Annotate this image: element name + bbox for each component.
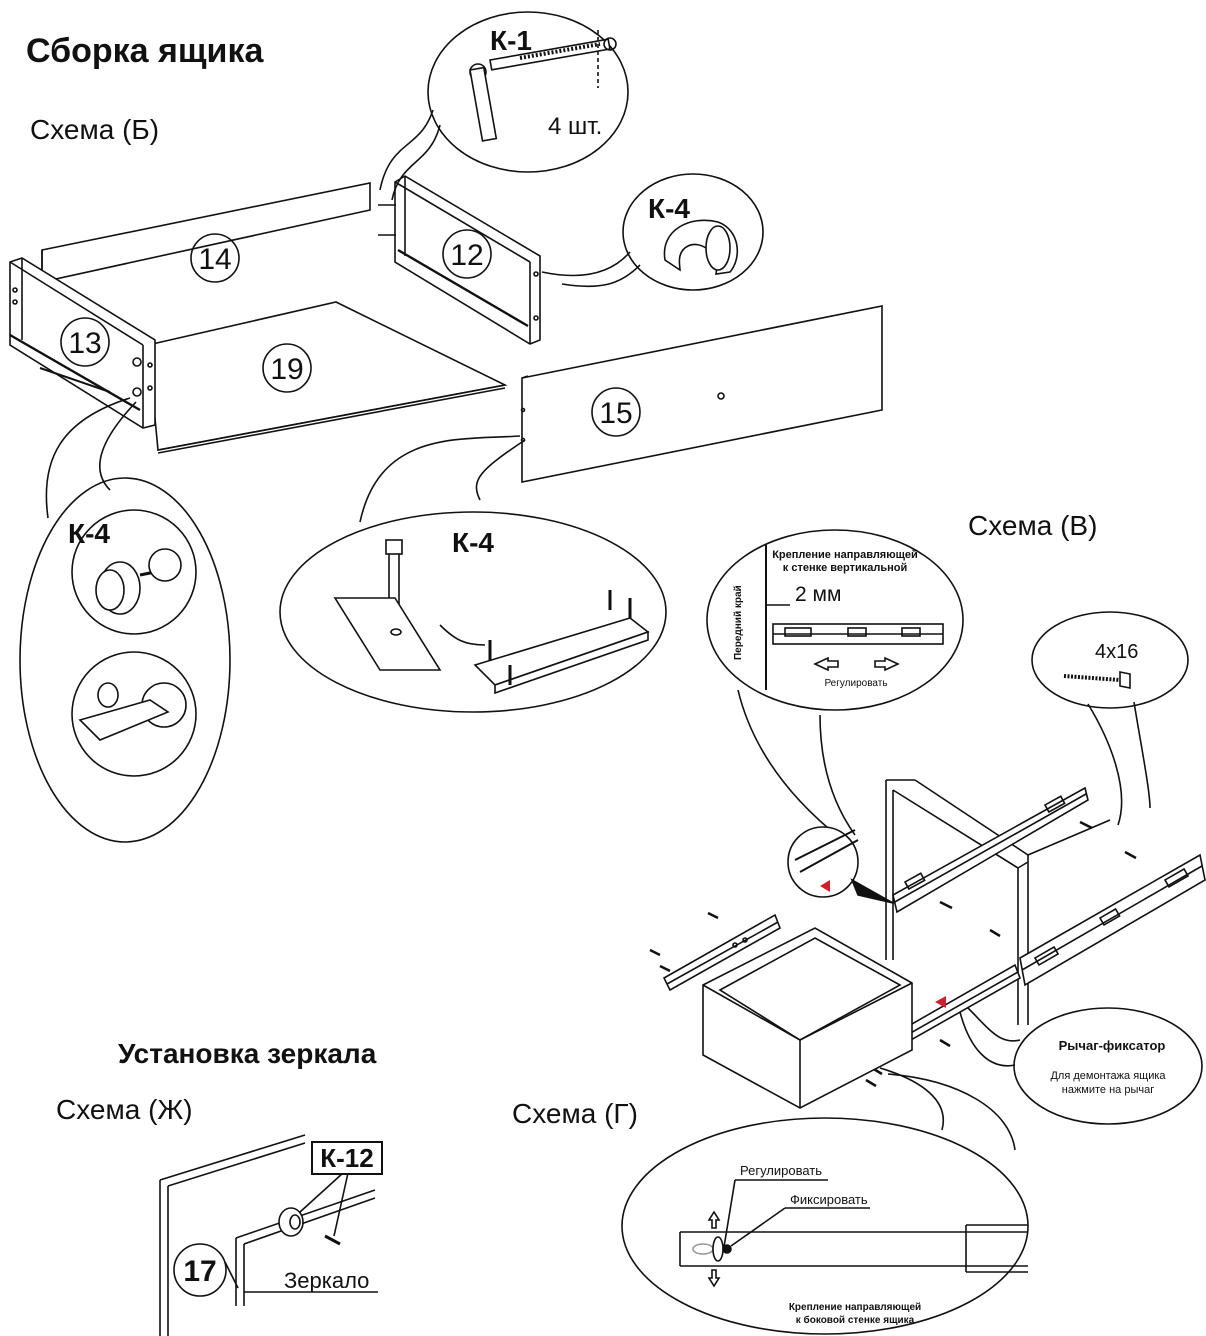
part-13-label: 13 <box>68 327 101 360</box>
part-13-marker <box>60 317 110 367</box>
rail-detail-title-1: Крепление направляющей <box>772 549 918 561</box>
part-17-marker <box>173 1243 227 1297</box>
k12-label: К-12 <box>320 1143 373 1173</box>
scheme-g-label: Схема (Г) <box>512 1098 638 1129</box>
part-17-label: 17 <box>183 1255 216 1288</box>
part-19-label: 19 <box>270 353 303 386</box>
k1-quantity: 4 шт. <box>548 113 602 140</box>
lever-desc-2: нажмите на рычаг <box>1062 1084 1154 1096</box>
k4-top-label: К-4 <box>648 193 690 224</box>
drawer-assembly-title: Сборка ящика <box>26 32 264 70</box>
k12-box <box>311 1141 383 1175</box>
fix-hole <box>722 1244 732 1254</box>
panel-15 <box>520 305 883 483</box>
mirror-label: Зеркало <box>284 1268 369 1293</box>
side-caption-2: к боковой стенке ящика <box>796 1314 915 1326</box>
dowel-icon <box>333 539 442 671</box>
rail-inner <box>892 786 1089 914</box>
scheme-zh-label: Схема (Ж) <box>56 1094 193 1125</box>
rail-zoom-bubble <box>787 826 859 898</box>
red-arrow-icon <box>820 880 830 892</box>
part-14-marker <box>190 233 240 283</box>
arrow-right-icon <box>874 656 900 672</box>
panel-with-dowels-icon <box>439 590 650 695</box>
k1-label: К-1 <box>490 25 532 56</box>
red-lever-arrow-icon <box>935 996 946 1008</box>
side-detail-callout <box>621 1117 1029 1335</box>
mirror-assembly <box>159 1134 378 1336</box>
arrow-up-icon <box>707 1210 721 1229</box>
cabinet <box>885 779 1111 1025</box>
screwdriver-icon <box>78 682 187 741</box>
part-12-marker <box>442 229 492 279</box>
side-fix-label: Фиксировать <box>790 1192 868 1207</box>
rail-detail-callout <box>706 529 964 711</box>
screw-callout <box>1031 611 1189 709</box>
arrow-left-icon <box>813 656 839 672</box>
adjust-slot <box>712 1236 724 1262</box>
lever-callout <box>1013 1007 1203 1125</box>
front-edge-label: Передний край <box>733 585 744 660</box>
rail-detail-title-2: к стенке вертикальной <box>783 562 907 574</box>
mirror-install-title: Установка зеркала <box>118 1038 377 1069</box>
panel-19 <box>147 301 508 454</box>
lever-title: Рычаг-фиксатор <box>1059 1038 1166 1053</box>
side-caption-1: Крепление направляющей <box>789 1302 921 1313</box>
part-14-label: 14 <box>198 243 231 276</box>
panel-13 <box>9 257 156 429</box>
screws <box>649 820 1137 1088</box>
side-adjust-label: Регулировать <box>740 1163 822 1178</box>
lever-desc-1: Для демонтажа ящика <box>1050 1070 1166 1082</box>
panel-12 <box>394 175 541 345</box>
k4-mid-label: К-4 <box>452 527 494 558</box>
part-19-marker <box>262 343 312 393</box>
cam-lock-icon <box>663 219 738 275</box>
scheme-b-label: Схема (Б) <box>30 114 160 145</box>
drawer-box <box>702 927 913 1109</box>
screw-icon <box>1063 671 1131 689</box>
rail-adjust-label: Регулировать <box>824 678 887 689</box>
k1-connector-icon <box>469 30 617 142</box>
part-12-label: 12 <box>450 239 483 272</box>
rail-drawer-left <box>662 913 781 992</box>
k4-left-label: К-4 <box>68 518 110 549</box>
screw-size-label: 4х16 <box>1095 641 1138 663</box>
arrow-down-icon <box>707 1269 721 1288</box>
rail-outer <box>1019 853 1206 987</box>
rail-gap-label: 2 мм <box>795 583 841 606</box>
mirror-screw-icon <box>324 1234 341 1246</box>
part-15-marker <box>591 387 641 437</box>
cam-bolt-icon <box>95 548 182 615</box>
scheme-v-label: Схема (В) <box>968 510 1098 541</box>
part-15-label: 15 <box>599 397 632 430</box>
